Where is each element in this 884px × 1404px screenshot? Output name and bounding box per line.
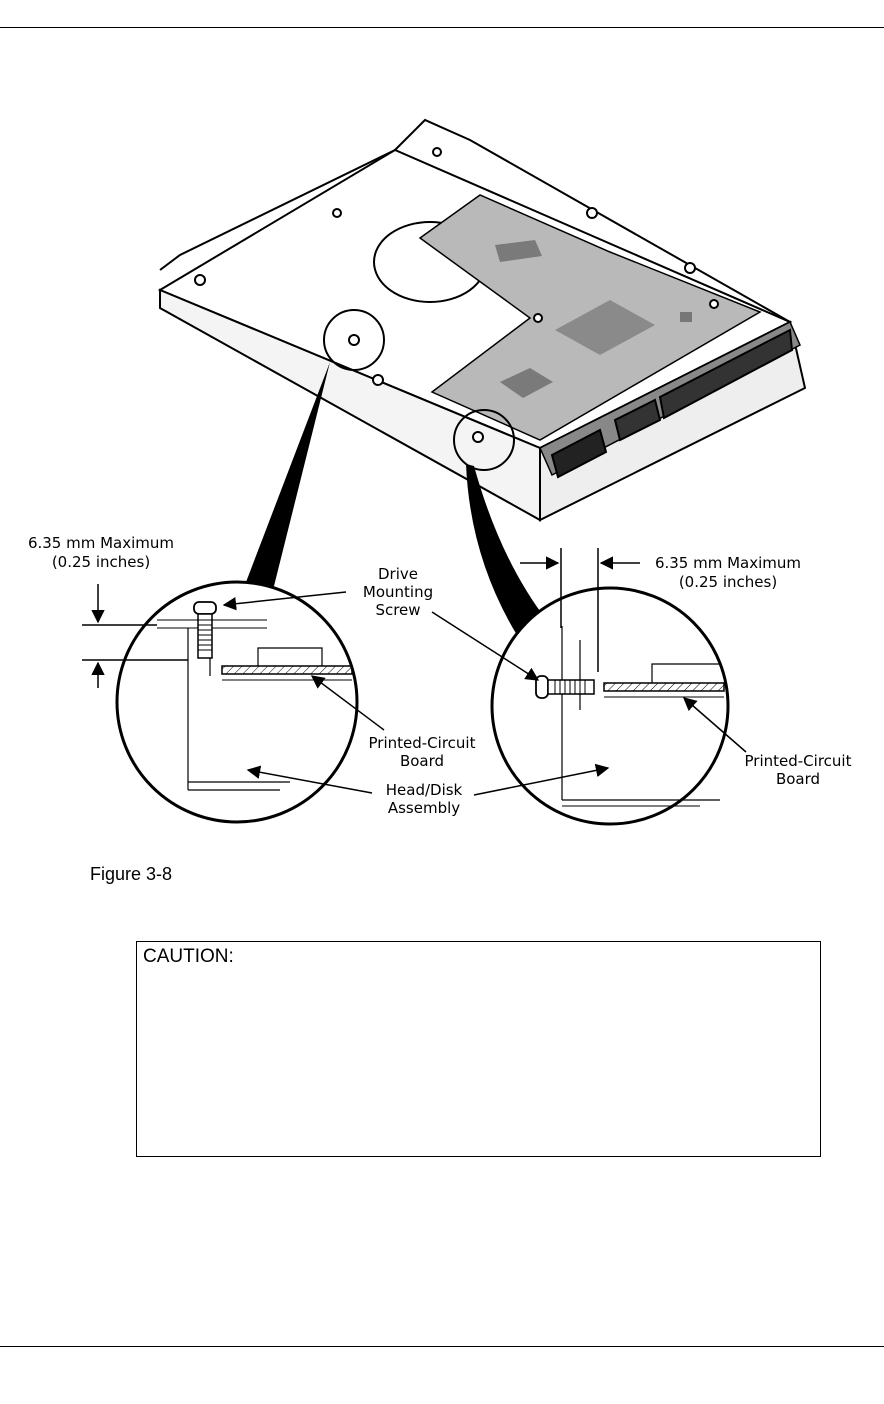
figure-caption: Figure 3-8 xyxy=(90,864,173,884)
footer-rule xyxy=(0,1346,884,1347)
caution-box: CAUTION: xyxy=(136,941,821,1157)
hard-drive-illustration xyxy=(157,118,807,522)
right-measurement xyxy=(520,548,640,672)
left-pcb-label-2: Board xyxy=(400,752,444,770)
right-measure-text-1: 6.35 mm Maximum xyxy=(655,554,801,572)
screw-label-2: Mounting xyxy=(363,583,433,601)
right-zoom-tail xyxy=(466,464,548,640)
right-pcb-leader xyxy=(682,697,747,753)
screw-label-3: Screw xyxy=(375,601,420,619)
left-pcb-leader xyxy=(310,675,385,731)
right-callout-marker xyxy=(453,409,515,471)
caution-title: CAUTION: xyxy=(143,946,234,967)
left-pcb-label-1: Printed-Circuit xyxy=(369,734,476,752)
drive-mounting-diagram: 6.35 mm Maximum (0.25 inches) 6.35 mm Ma… xyxy=(28,118,852,826)
hda-label-2: Assembly xyxy=(388,799,460,817)
right-pcb-label-1: Printed-Circuit xyxy=(745,752,852,770)
left-measure-text-2: (0.25 inches) xyxy=(52,553,150,571)
header-rule xyxy=(0,27,884,28)
right-detail-view xyxy=(490,586,730,826)
left-zoom-tail xyxy=(243,362,330,594)
hda-leader-arrows xyxy=(246,763,610,796)
left-detail-view xyxy=(115,580,359,824)
right-measure-text-2: (0.25 inches) xyxy=(679,573,777,591)
screw-label-1: Drive xyxy=(378,565,418,583)
right-pcb-label-2: Board xyxy=(776,770,820,788)
hda-label-1: Head/Disk xyxy=(386,781,463,799)
left-callout-marker xyxy=(323,309,385,371)
screw-leader-arrows xyxy=(222,591,540,681)
left-measure-text-1: 6.35 mm Maximum xyxy=(28,534,174,552)
left-measurement xyxy=(82,584,188,688)
